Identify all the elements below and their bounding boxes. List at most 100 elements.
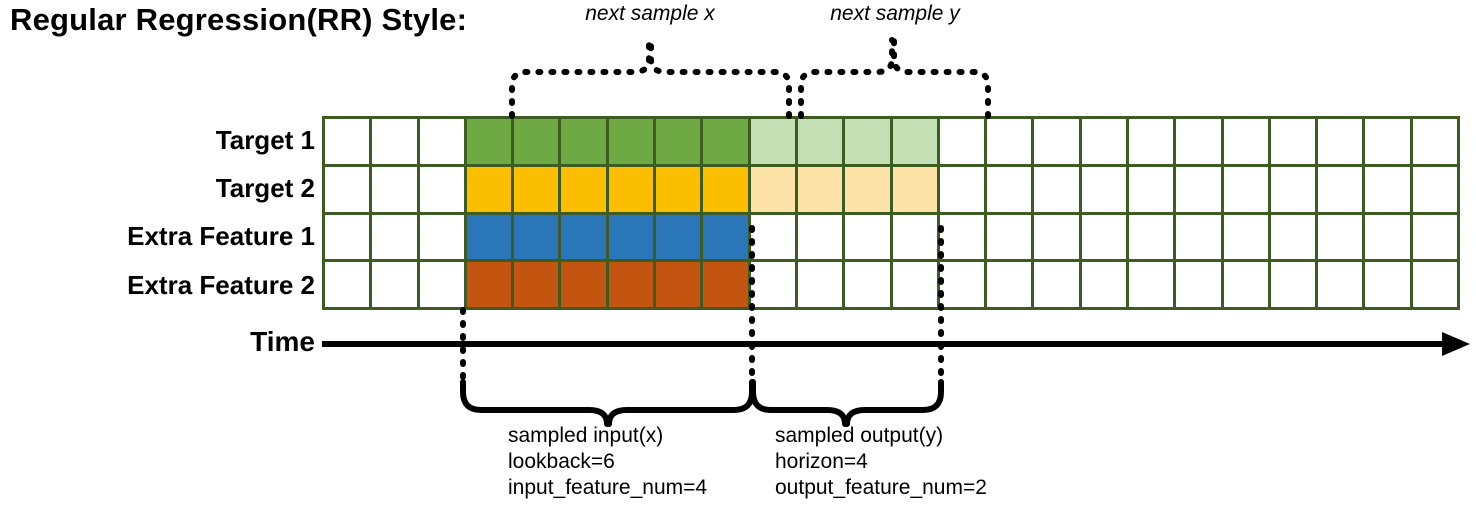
grid-cell-target-2-3-empty [419, 166, 464, 212]
grid-cell-extra-feature-2-7-input [608, 262, 654, 307]
sampled-input-line-1: sampled input(x) [508, 424, 664, 447]
annotation-sampled-output: sampled output(y) horizon=4 output_featu… [775, 423, 987, 501]
grid-cell-extra-feature-2-18-empty [1128, 262, 1174, 307]
row-label-extra-feature-1: Extra Feature 1 [127, 221, 315, 251]
grid-cell-target-2-4-input [466, 166, 512, 212]
grid-cell-extra-feature-2-3-empty [419, 262, 464, 307]
grid-cell-extra-feature-1-14-empty [939, 214, 985, 260]
grid-cell-extra-feature-2-11-empty [797, 262, 843, 307]
annotation-sampled-input: sampled input(x) lookback=6 input_featur… [508, 423, 707, 501]
row-label-list: Target 1 Target 2 Extra Feature 1 Extra … [10, 116, 315, 310]
grid-cell-extra-feature-2-22-empty [1318, 262, 1363, 307]
grid-cell-target-2-7-input [608, 166, 654, 212]
grid-cell-target-1-5-input [514, 119, 559, 164]
grid-cell-extra-feature-2-12-empty [845, 262, 890, 307]
grid-cell-extra-feature-1-18-empty [1128, 214, 1174, 260]
grid-cell-extra-feature-2-9-input [703, 262, 748, 307]
grid-cell-target-1-24-empty [1412, 119, 1457, 164]
grid-cell-target-1-1-empty [325, 119, 370, 164]
grid-cell-target-2-12-output [845, 166, 890, 212]
grid-cell-target-1-7-input [608, 119, 654, 164]
grid-cell-target-1-2-empty [372, 119, 417, 164]
grid-cell-extra-feature-2-10-empty [750, 262, 795, 307]
grid-cell-extra-feature-2-17-empty [1081, 262, 1126, 307]
timeseries-grid [322, 116, 1460, 310]
grid-cell-extra-feature-2-24-empty [1412, 262, 1457, 307]
grid-cell-target-2-20-empty [1223, 166, 1268, 212]
grid-cell-target-2-8-input [656, 166, 701, 212]
grid-cell-target-1-8-input [656, 119, 701, 164]
grid-cell-extra-feature-2-4-input [466, 262, 512, 307]
grid-cell-target-1-19-empty [1176, 119, 1221, 164]
grid-cell-extra-feature-1-20-empty [1223, 214, 1268, 260]
grid-cell-extra-feature-2-15-empty [987, 262, 1032, 307]
grid-cell-target-1-17-empty [1081, 119, 1126, 164]
grid-cell-target-2-6-input [561, 166, 606, 212]
row-label-extra-feature-2: Extra Feature 2 [127, 270, 315, 300]
label-next-sample-x: next sample x [585, 2, 715, 25]
grid-cell-target-2-14-empty [939, 166, 985, 212]
grid-cell-target-1-23-empty [1365, 119, 1410, 164]
label-next-sample-y: next sample y [830, 2, 960, 25]
time-axis-arrow [322, 332, 1470, 356]
grid-cell-target-1-14-empty [939, 119, 985, 164]
grid-cell-target-1-4-input [466, 119, 512, 164]
grid-cell-target-1-9-input [703, 119, 748, 164]
grid-cell-extra-feature-2-20-empty [1223, 262, 1268, 307]
grid-cell-extra-feature-1-12-empty [845, 214, 890, 260]
brace-sampled-output [750, 379, 944, 427]
grid-cell-target-2-22-empty [1318, 166, 1363, 212]
sampled-output-line-3: output_feature_num=2 [775, 476, 987, 499]
grid-cell-target-2-15-empty [987, 166, 1032, 212]
grid-cell-target-1-22-empty [1318, 119, 1363, 164]
grid-cell-extra-feature-1-5-input [514, 214, 559, 260]
grid-cell-extra-feature-2-1-empty [325, 262, 370, 307]
grid-cell-extra-feature-1-16-empty [1034, 214, 1079, 260]
sampled-input-line-3: input_feature_num=4 [508, 476, 708, 499]
grid-cell-extra-feature-1-11-empty [797, 214, 843, 260]
grid-cell-extra-feature-2-23-empty [1365, 262, 1410, 307]
grid-cell-target-1-6-input [561, 119, 606, 164]
grid-cell-extra-feature-2-21-empty [1270, 262, 1316, 307]
grid-cell-target-2-11-output [797, 166, 843, 212]
time-axis-label: Time [250, 326, 315, 357]
grid-cell-extra-feature-1-22-empty [1318, 214, 1363, 260]
grid-cell-target-1-12-output [845, 119, 890, 164]
grid-cell-target-2-2-empty [372, 166, 417, 212]
grid-cell-extra-feature-1-24-empty [1412, 214, 1457, 260]
brace-next-sample-y [798, 37, 991, 119]
grid-cell-target-1-11-output [797, 119, 843, 164]
grid-cell-target-2-21-empty [1270, 166, 1316, 212]
grid-cell-target-2-9-input [703, 166, 748, 212]
grid-cell-target-2-16-empty [1034, 166, 1079, 212]
sampled-output-line-1: sampled output(y) [775, 424, 944, 447]
grid-cell-extra-feature-1-8-input [656, 214, 701, 260]
grid-cell-extra-feature-1-3-empty [419, 214, 464, 260]
grid-cell-target-1-20-empty [1223, 119, 1268, 164]
grid-cell-target-1-3-empty [419, 119, 464, 164]
grid-cell-extra-feature-1-13-empty [892, 214, 937, 260]
grid-cell-target-2-18-empty [1128, 166, 1174, 212]
row-label-target-2: Target 2 [215, 173, 315, 203]
grid-cell-extra-feature-2-14-empty [939, 262, 985, 307]
brace-next-sample-x [509, 37, 792, 119]
grid-cell-extra-feature-2-2-empty [372, 262, 417, 307]
grid-cell-extra-feature-2-19-empty [1176, 262, 1221, 307]
grid-cell-extra-feature-2-5-input [514, 262, 559, 307]
sampled-input-line-2: lookback=6 [508, 450, 615, 473]
grid-cell-target-2-24-empty [1412, 166, 1457, 212]
grid-cell-target-1-16-empty [1034, 119, 1079, 164]
grid-cell-extra-feature-2-13-empty [892, 262, 937, 307]
grid-cell-extra-feature-2-8-input [656, 262, 701, 307]
grid-cell-target-2-13-output [892, 166, 937, 212]
grid-cell-target-2-19-empty [1176, 166, 1221, 212]
grid-cell-extra-feature-1-19-empty [1176, 214, 1221, 260]
grid-cell-target-2-1-empty [325, 166, 370, 212]
grid-cell-target-2-17-empty [1081, 166, 1126, 212]
grid-cell-extra-feature-1-15-empty [987, 214, 1032, 260]
grid-cell-extra-feature-1-17-empty [1081, 214, 1126, 260]
grid-cell-target-2-5-input [514, 166, 559, 212]
grid-cell-extra-feature-1-21-empty [1270, 214, 1316, 260]
grid-cell-extra-feature-2-16-empty [1034, 262, 1079, 307]
grid-cell-target-1-18-empty [1128, 119, 1174, 164]
